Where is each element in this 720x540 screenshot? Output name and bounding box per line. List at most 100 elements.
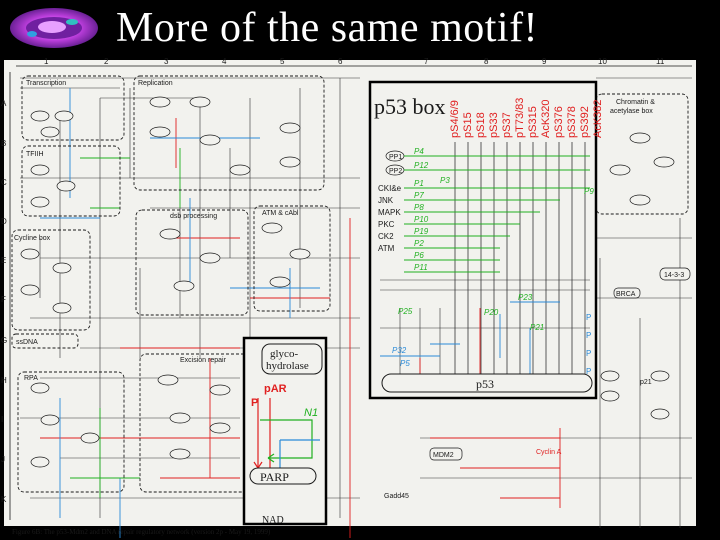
- reaction-label: P32: [392, 346, 407, 355]
- kinase-name: ATM: [378, 244, 395, 253]
- reaction-label: P23: [518, 293, 533, 302]
- blue-cross: [380, 301, 560, 376]
- module-replication: [133, 75, 325, 191]
- module-labels: Transcription Replication TFIIH dsb proc…: [14, 80, 655, 382]
- col-label: 1: [44, 58, 49, 66]
- reaction-label: P3: [440, 176, 450, 185]
- phospho-site: pS376: [553, 106, 565, 138]
- col-label: 3: [164, 58, 169, 66]
- reaction-label: P8: [414, 203, 424, 212]
- slide-title-bar: More of the same motif!: [0, 0, 720, 58]
- label-brca: BRCA: [616, 291, 636, 298]
- module-label: ATM & cAbl: [262, 210, 299, 217]
- reaction-label: P6: [414, 251, 424, 260]
- mid-reaction-labels: P23 P25 P20 P21 P32 P5 P9 P3: [392, 176, 594, 368]
- label-gadd: Gadd45: [384, 493, 409, 500]
- module-label: acetylase box: [610, 108, 653, 115]
- reaction-label: P1: [414, 179, 424, 188]
- reaction-label: P7: [414, 191, 424, 200]
- col-label: 8: [484, 58, 489, 66]
- phospho-site: pS378: [566, 106, 578, 138]
- glyco-hydrolase-line2: hydrolase: [266, 360, 309, 372]
- phosphatase-pp1: PP1: [389, 154, 402, 161]
- p-label: P: [586, 331, 591, 340]
- reaction-label: P25: [398, 307, 413, 316]
- reaction-label: P5: [400, 359, 410, 368]
- reaction-label: P20: [484, 308, 499, 317]
- kinase-name: PKC: [378, 220, 395, 229]
- module-chromatin: [595, 93, 689, 215]
- col-label: 11: [656, 58, 665, 66]
- p-label: P: [586, 367, 591, 376]
- module-label: Replication: [138, 80, 173, 87]
- module-label: Cycline box: [14, 235, 51, 242]
- reaction-label: P4: [414, 147, 424, 156]
- phospho-site: pS315: [527, 106, 539, 138]
- row-label: J: [1, 455, 5, 464]
- phospho-site: pS37: [501, 112, 513, 138]
- n1-label: N1: [304, 407, 318, 419]
- row-label: D: [1, 217, 7, 226]
- p-label: P: [586, 313, 591, 322]
- col-label: 7: [424, 58, 429, 66]
- left-nodes: [20, 96, 675, 468]
- phospho-site: AcK320: [540, 99, 552, 138]
- phospho-site: pS33: [488, 112, 500, 138]
- kinase-name: CK2: [378, 232, 394, 241]
- phospho-site: pS18: [475, 112, 487, 138]
- module-label: Chromatin &: [616, 99, 655, 106]
- reaction-label: P10: [414, 215, 429, 224]
- col-label: 9: [542, 58, 547, 66]
- phosphatase-pp2: PP2: [389, 168, 402, 175]
- phospho-site: pT73/83: [514, 98, 526, 138]
- module-label: dsb processing: [170, 213, 217, 220]
- row-ruler: A B C D E F G H I J K: [1, 72, 11, 520]
- slide-title: More of the same motif!: [116, 5, 539, 51]
- module-transcription: [21, 75, 125, 141]
- kinase-names: CKI&e JNK MAPK PKC CK2 ATM: [378, 184, 402, 253]
- glyco-hydrolase-line1: glyco-: [270, 348, 298, 360]
- row-label: C: [1, 178, 7, 187]
- module-label: RPA: [24, 375, 38, 382]
- kinase-name: MAPK: [378, 208, 401, 217]
- row-label: F: [1, 295, 6, 304]
- red-cross: [419, 308, 481, 376]
- kinase-name: JNK: [378, 196, 394, 205]
- p53-box: p53 box pS4/6/9 pS15 pS18 pS33 pS37 pT73…: [368, 80, 604, 400]
- module-cycline: [11, 229, 91, 331]
- phospho-site: AcK382: [592, 99, 604, 138]
- p53-core-node: p53: [476, 377, 494, 391]
- row-label: G: [1, 336, 7, 345]
- reaction-label: P19: [414, 227, 429, 236]
- kinase-lines: [404, 155, 590, 273]
- module-label: TFIIH: [26, 151, 44, 158]
- reaction-label: P11: [414, 263, 428, 272]
- column-ruler: 1 2 3 4 5 6 7 8 9 10 11: [16, 58, 692, 67]
- reaction-label: P12: [414, 161, 429, 170]
- module-tfiih: [21, 145, 121, 217]
- row-label: A: [1, 99, 7, 108]
- cell-logo-icon: [10, 8, 98, 48]
- phospho-site: pS15: [462, 112, 474, 138]
- row-label: I: [1, 415, 3, 424]
- kinase-name: CKI&e: [378, 184, 402, 193]
- phospho-site: pS392: [579, 106, 591, 138]
- module-ssdna: [11, 333, 79, 349]
- cross-lines: [380, 279, 590, 376]
- label-14-3-3: 14-3-3: [664, 272, 684, 279]
- green-paths: [70, 148, 181, 498]
- p53-box-title: p53 box: [374, 94, 446, 119]
- module-label: Transcription: [26, 80, 66, 87]
- module-label: Excision repair: [180, 357, 227, 364]
- module-rpa: [17, 371, 125, 493]
- reaction-label: P2: [414, 239, 424, 248]
- kinase-reaction-labels: P4 P12 P1 P7 P8 P10 P19 P2 P6 P11: [414, 147, 429, 272]
- nad-label: NAD: [262, 515, 284, 526]
- col-label: 4: [222, 58, 227, 66]
- module-label: ssDNA: [16, 339, 38, 346]
- row-label: E: [1, 256, 6, 265]
- row-label: K: [1, 495, 7, 504]
- label-mdm2: MDM2: [433, 452, 454, 459]
- par-label: pAR: [264, 383, 287, 395]
- module-dsb: [135, 209, 249, 316]
